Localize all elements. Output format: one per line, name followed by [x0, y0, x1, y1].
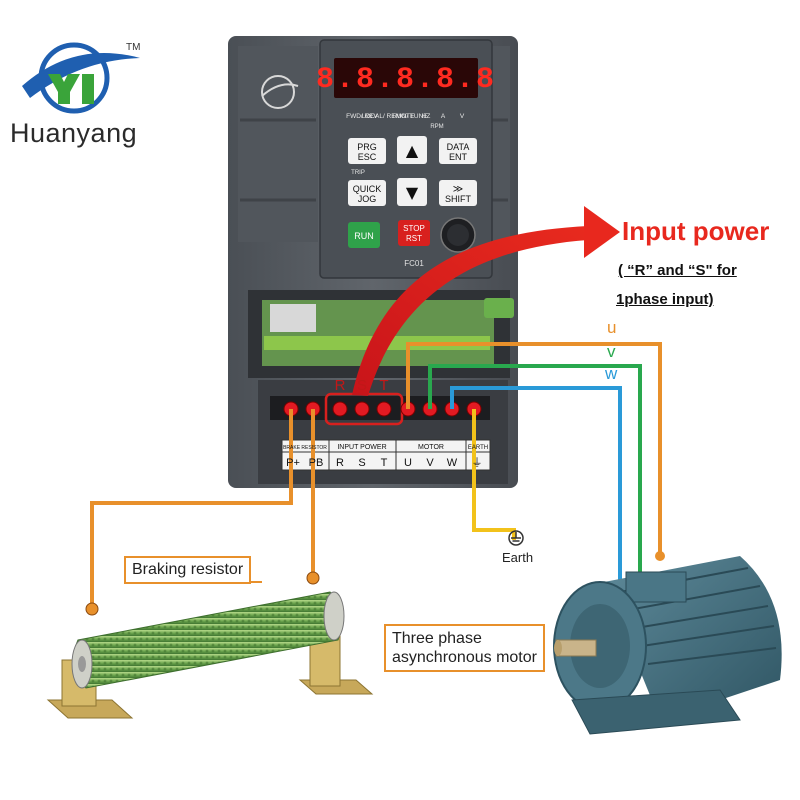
led-label-local: LOCAL/ REMOTE	[362, 113, 415, 120]
terminal-t: T	[381, 457, 388, 469]
wire-brake-p	[90, 409, 293, 606]
led-label-hz: HZ	[422, 113, 431, 120]
wire-u-label: u	[607, 318, 617, 337]
wire-u-end	[655, 551, 665, 561]
model-label: FC01	[404, 259, 424, 268]
wire-w	[450, 386, 622, 580]
earth-label: Earth	[502, 550, 534, 565]
led-label-rpm: RPM	[430, 124, 443, 130]
motor-label-line1: Three phase	[392, 630, 482, 647]
terminal-earth-icon: ⏚	[472, 456, 483, 469]
rst-label-r: R	[335, 377, 346, 394]
braking-resistor-callout: Braking resistor	[124, 556, 252, 584]
terminal-w: W	[447, 457, 458, 469]
input-power-note-1: ( “R” and “S" for	[618, 262, 737, 279]
wire-v	[428, 364, 642, 572]
shift-key-label[interactable]: SHIFT	[445, 194, 472, 204]
motor-label-line2: asynchronous motor	[392, 649, 537, 666]
display-readout: 8.8.8.8.8	[316, 63, 496, 97]
trademark-mark: TM	[126, 42, 141, 53]
group-brake-resistor: BRAKE RESISTOR	[283, 445, 327, 451]
terminal-u: U	[404, 457, 412, 469]
group-input-power: INPUT POWER	[337, 444, 386, 451]
huanyang-logo	[22, 42, 140, 114]
led-label-v: V	[460, 113, 465, 120]
data-key-label[interactable]: DATA	[447, 142, 470, 152]
input-power-arrow	[352, 206, 620, 396]
group-motor: MOTOR	[418, 444, 444, 451]
wire-v-label: v	[607, 342, 616, 361]
led-label-a: A	[441, 113, 446, 120]
stop-key-label[interactable]: STOP	[403, 224, 425, 233]
shift-key-icon[interactable]: ≫	[453, 184, 463, 195]
terminal-dots	[283, 401, 482, 417]
three-phase-motor	[553, 556, 782, 735]
braking-resistor	[46, 591, 374, 719]
esc-key-label[interactable]: ESC	[358, 152, 377, 162]
led-label-fwd: FWD/ REV	[346, 113, 378, 120]
rst-label-s: S	[357, 377, 367, 394]
earth-symbol	[508, 530, 524, 546]
up-key-icon[interactable]: ▲	[406, 141, 419, 160]
wire-brake-pb-end	[306, 571, 320, 585]
group-earth: EARTH	[468, 445, 488, 451]
run-key-label[interactable]: RUN	[354, 231, 374, 241]
prg-key-label[interactable]: PRG	[357, 142, 377, 152]
wire-earth	[472, 409, 516, 540]
terminal-v: V	[426, 457, 434, 469]
jog-key-label[interactable]: JOG	[358, 194, 377, 204]
trip-label: TRIP	[351, 170, 365, 176]
input-power-note-2: 1phase input)	[616, 291, 714, 308]
led-label-run: RUN/ TUNE	[392, 113, 428, 120]
rst-key-label[interactable]: RST	[406, 234, 422, 243]
motor-callout: Three phase asynchronous motor	[384, 624, 545, 672]
terminal-r: R	[336, 457, 344, 469]
ent-key-label[interactable]: ENT	[449, 152, 468, 162]
terminal-s: S	[358, 457, 365, 469]
input-power-title: Input power	[622, 216, 770, 246]
down-key-icon[interactable]: ▼	[406, 183, 419, 202]
braking-resistor-label: Braking resistor	[132, 561, 244, 578]
terminal-p-plus: P+	[286, 457, 300, 469]
wire-u	[406, 342, 662, 556]
vfd-drive	[228, 36, 518, 488]
wire-brake-p-end	[85, 602, 99, 616]
brand-name: Huanyang	[10, 118, 138, 148]
rst-label-t: T	[379, 377, 388, 394]
wire-w-label: w	[605, 364, 618, 383]
quick-key-label[interactable]: QUICK	[353, 184, 382, 194]
terminal-pb: PB	[309, 457, 324, 469]
